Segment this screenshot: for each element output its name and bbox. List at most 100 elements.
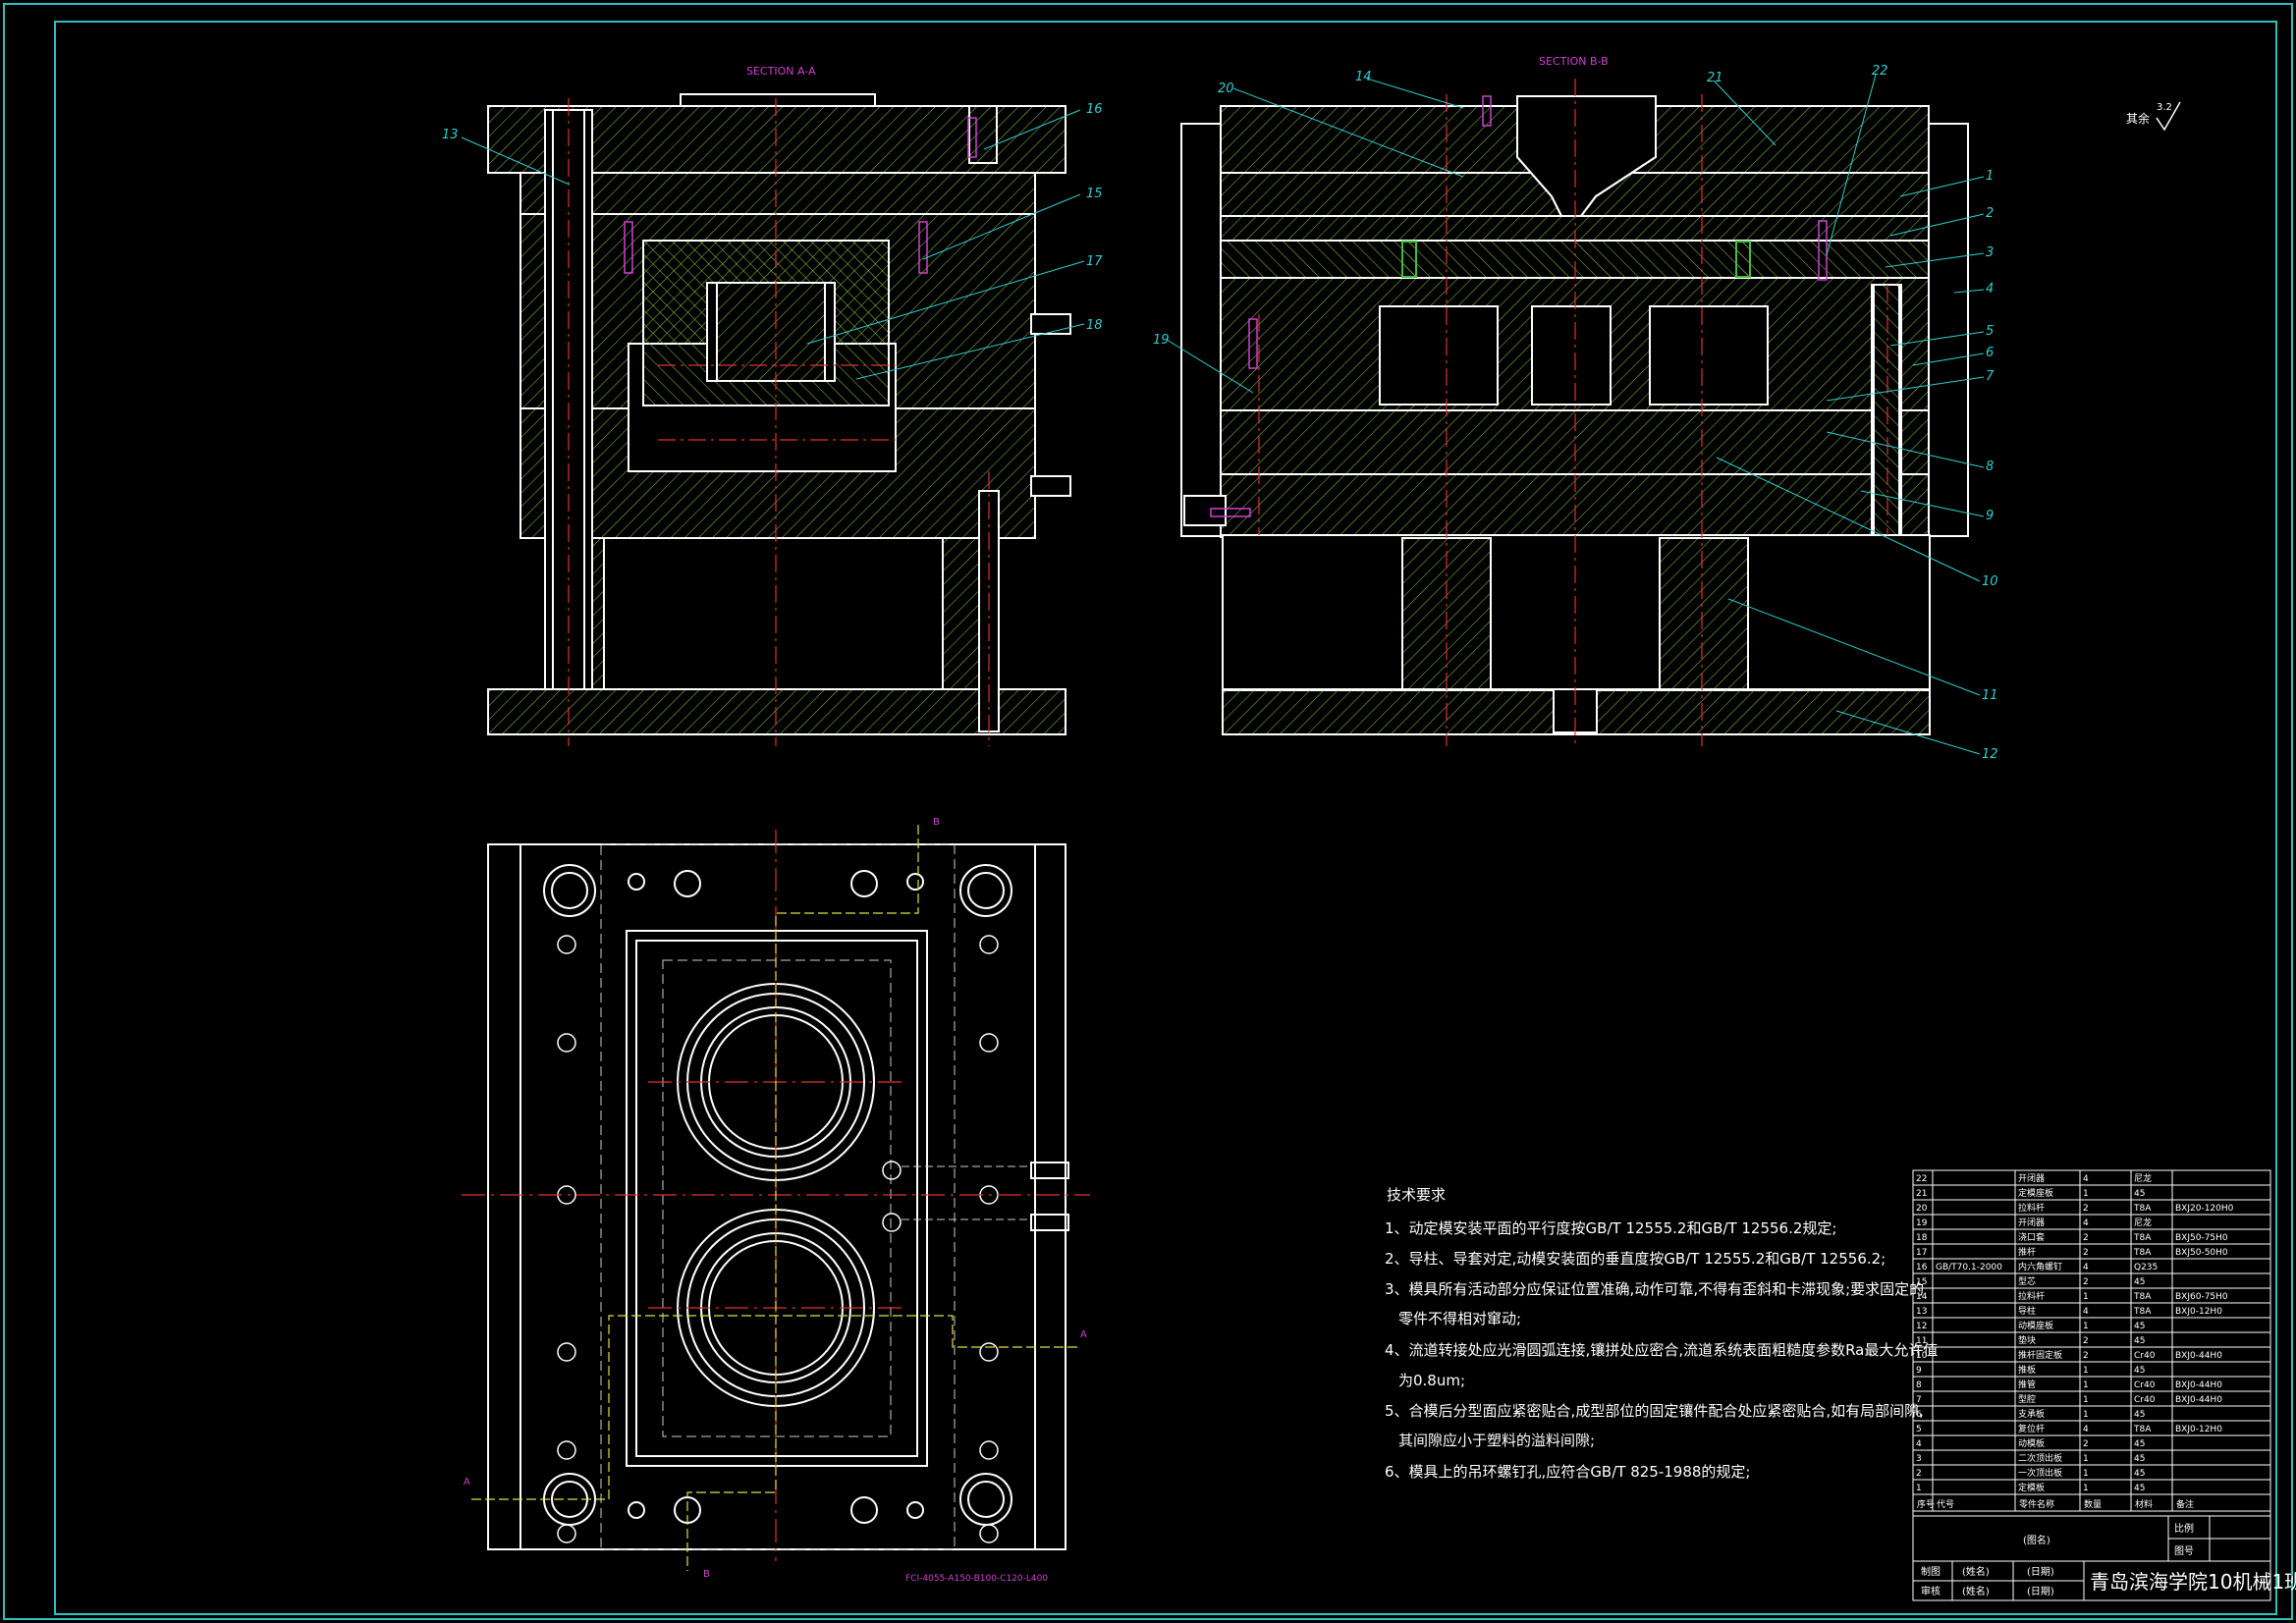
- balloon-15: 15: [1086, 187, 1103, 201]
- bom-cell: 1: [2083, 1469, 2089, 1479]
- bom-cell: 8: [1916, 1380, 1922, 1390]
- balloon-5: 5: [1986, 324, 1994, 339]
- tech-item: 其间隙应小于塑料的溢料间隙;: [1398, 1432, 1595, 1449]
- balloon-4: 4: [1986, 282, 1994, 297]
- bom-cell: 推杆固定板: [2018, 1349, 2062, 1361]
- bom-cell: 22: [1916, 1174, 1927, 1184]
- tech-item: 3、模具所有活动部分应保证位置准确,动作可靠,不得有歪斜和卡滞现象;要求固定的: [1385, 1280, 1924, 1298]
- bom-cell: 拉料杆: [2018, 1202, 2045, 1214]
- designer-date: (日期): [2027, 1566, 2054, 1578]
- bom-cell: 1: [2083, 1322, 2089, 1331]
- bom-cell: 45: [2134, 1336, 2145, 1346]
- bom-cell: 16: [1916, 1263, 1928, 1272]
- section-bb-view: SECTION B-B: [1180, 55, 1969, 746]
- balloon-14: 14: [1355, 70, 1372, 84]
- balloon-11: 11: [1982, 688, 1998, 703]
- balloon-1: 1: [1986, 169, 1994, 184]
- bom-cell: 45: [2134, 1322, 2145, 1331]
- plan-view: B B A A FCI-4055-A150-B100-C120-L400: [462, 817, 1090, 1584]
- balloon-18: 18: [1086, 318, 1103, 333]
- balloon-10: 10: [1982, 574, 1998, 589]
- inner-border: [54, 21, 2277, 1615]
- tech-item: 为0.8um;: [1398, 1372, 1465, 1389]
- bom-cell: 14: [1916, 1292, 1928, 1302]
- bom-cell: 21: [1916, 1189, 1927, 1199]
- bom-cell: T8A: [2133, 1307, 2152, 1317]
- bom-cell: 垫块: [2018, 1334, 2036, 1346]
- bom-cell: 2: [2083, 1233, 2089, 1243]
- bom-cell: 1: [1916, 1484, 1922, 1493]
- bom-cell: 45: [2134, 1277, 2145, 1287]
- designer-name: (姓名): [1962, 1565, 1990, 1578]
- section-aa-title: SECTION A-A: [746, 65, 816, 78]
- bom-cell: 动模座板: [2018, 1320, 2053, 1331]
- balloon-17: 17: [1086, 254, 1103, 269]
- bom-cell: 定模座板: [2018, 1187, 2053, 1199]
- bom-cell: 10: [1916, 1351, 1928, 1361]
- balloon-20: 20: [1218, 81, 1234, 96]
- bom-cell: 3: [1916, 1454, 1922, 1464]
- bom-header: 数量: [2084, 1498, 2102, 1510]
- bom-cell: 浇口套: [2018, 1231, 2045, 1243]
- bom-cell: 45: [2134, 1439, 2145, 1449]
- designer-label: 制图: [1921, 1565, 1941, 1578]
- mold-base-code: FCI-4055-A150-B100-C120-L400: [905, 1574, 1048, 1584]
- bom-cell: 4: [2083, 1425, 2089, 1434]
- bom-cell: 推管: [2018, 1379, 2036, 1390]
- bom-cell: Cr40: [2134, 1351, 2156, 1361]
- bom-cell: 推杆: [2018, 1246, 2036, 1258]
- bom-cell: 6: [1916, 1410, 1922, 1420]
- bom-cell: 20: [1916, 1204, 1928, 1214]
- balloon-6: 6: [1986, 346, 1994, 360]
- bom-cell: 13: [1916, 1307, 1927, 1317]
- bom-cell: T8A: [2133, 1233, 2152, 1243]
- balloon-3: 3: [1986, 245, 1994, 260]
- bom-cell: BXJ0-44H0: [2175, 1351, 2222, 1361]
- school-name: 青岛滨海学院10机械1班: [2090, 1570, 2296, 1594]
- bom-cell: T8A: [2133, 1425, 2152, 1434]
- tech-item: 2、导柱、导套对定,动模安装面的垂直度按GB/T 12555.2和GB/T 12…: [1385, 1250, 1886, 1268]
- balloon-21: 21: [1707, 71, 1723, 85]
- tech-item: 4、流道转接处应光滑圆弧连接,镶拼处应密合,流道系统表面粗糙度参数Ra最大允许值: [1385, 1341, 1938, 1359]
- tech-item: 零件不得相对窜动;: [1398, 1310, 1521, 1327]
- bom-header: 序号: [1917, 1498, 1935, 1510]
- bom-cell: 尼龙: [2134, 1172, 2152, 1184]
- bom-cell: 1: [2083, 1395, 2089, 1405]
- cut-mark-a-left: A: [464, 1477, 470, 1488]
- section-cut-lines: [471, 825, 1080, 1571]
- balloon-7: 7: [1986, 369, 1995, 384]
- bom-cell: 1: [2083, 1366, 2089, 1376]
- screw-holes: [557, 935, 999, 1543]
- bom-cell: BXJ20-120H0: [2175, 1204, 2234, 1214]
- bom-cell: 二次顶出板: [2018, 1452, 2062, 1464]
- section-bb-title: SECTION B-B: [1539, 55, 1609, 68]
- bom-cell: 45: [2134, 1454, 2145, 1464]
- bom-cell: 2: [2083, 1248, 2089, 1258]
- bom-cell: 7: [1916, 1395, 1922, 1405]
- balloon-2: 2: [1986, 206, 1994, 221]
- bom-cell: T8A: [2133, 1248, 2152, 1258]
- bom-header: 代号: [1937, 1499, 1954, 1510]
- bom-cell: 45: [2134, 1484, 2145, 1493]
- balloon-9: 9: [1986, 509, 1994, 523]
- section-cut-labels: B B A A: [464, 817, 1087, 1580]
- part-name: (图名): [2023, 1534, 2050, 1546]
- cut-mark-b-top: B: [933, 817, 940, 828]
- balloon-19: 19: [1153, 333, 1170, 348]
- bom-cell: 推板: [2018, 1364, 2036, 1376]
- outer-border: [3, 3, 2293, 1620]
- bom-cell: 2: [1916, 1469, 1922, 1479]
- bom-cell: 拉料杆: [2018, 1290, 2045, 1302]
- section-aa-balloons: 13 16 15 17 18: [442, 102, 1103, 380]
- bom-cell: BXJ0-44H0: [2175, 1395, 2222, 1405]
- bom-cell: 45: [2134, 1366, 2145, 1376]
- bom-cell: 4: [2083, 1263, 2089, 1272]
- bom-cell: BXJ50-50H0: [2175, 1248, 2228, 1258]
- checker-label: 审核: [1921, 1585, 1941, 1597]
- bom-cell: 导柱: [2018, 1305, 2036, 1317]
- checker-name: (姓名): [1962, 1585, 1990, 1597]
- title-block: (图名) 比例 图号 制图 (姓名) (日期) 审核 (姓名) (日期) 青岛滨…: [1912, 1515, 2296, 1601]
- section-aa-view: SECTION A-A: [487, 65, 1071, 746]
